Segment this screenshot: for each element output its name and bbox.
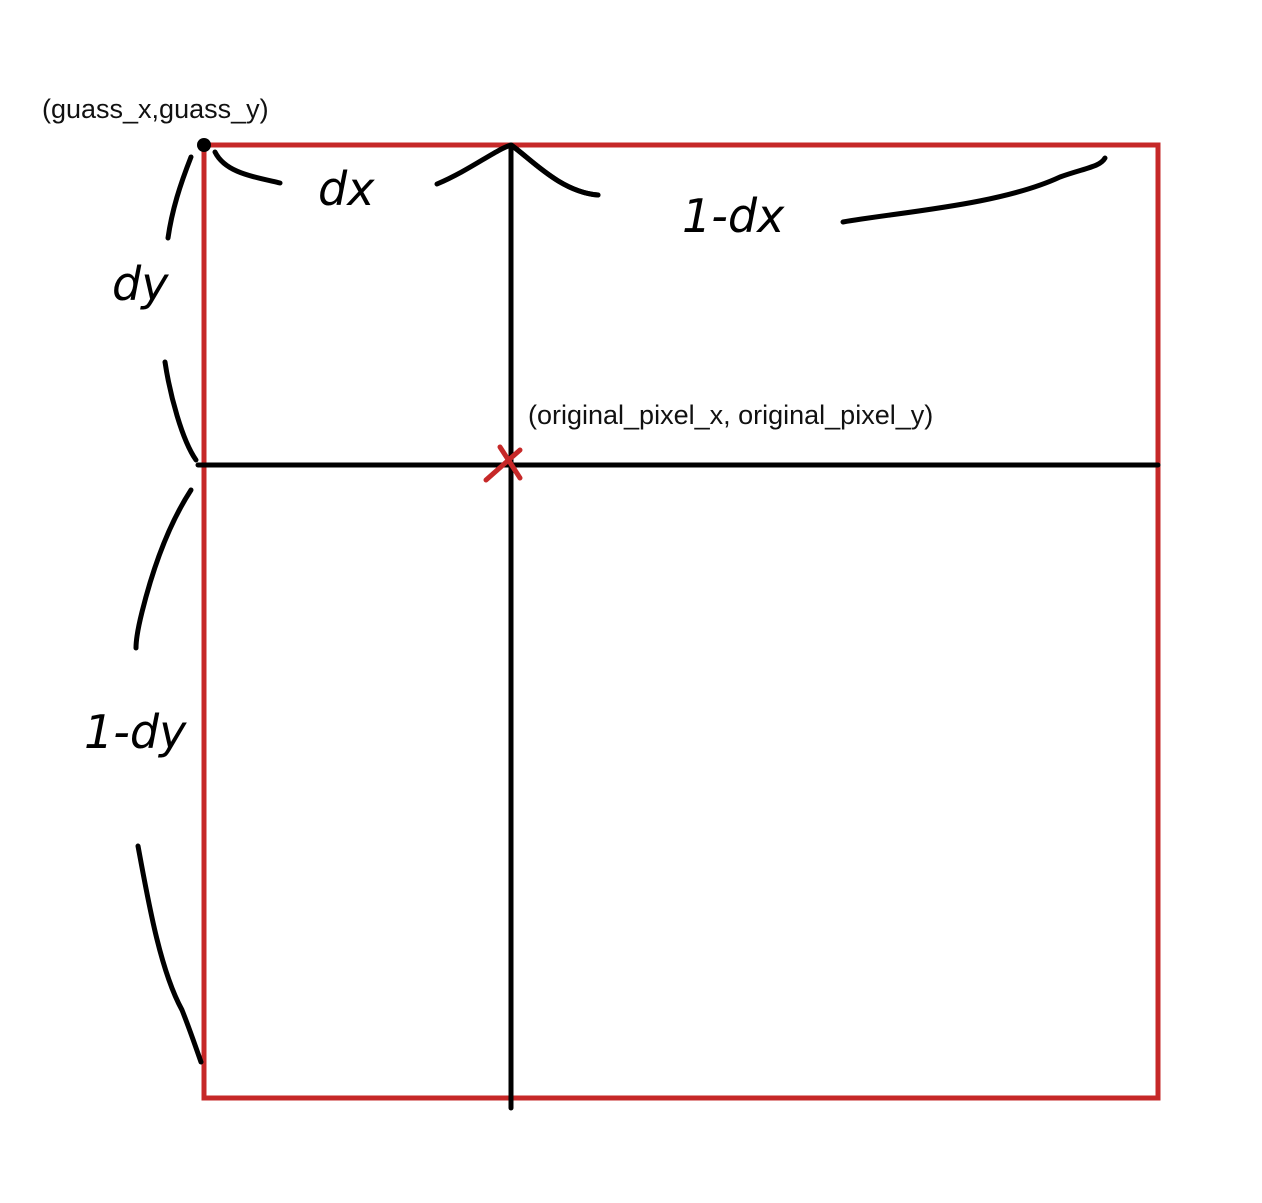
one-minus-dy-label: 1-dy xyxy=(84,705,187,759)
corner-point-label: (guass_x,guass_y) xyxy=(42,94,269,124)
one-minus-dx-label: 1-dx xyxy=(682,189,785,243)
dy-label: dy xyxy=(112,257,169,311)
dy-bracket xyxy=(162,154,199,463)
center-point-label: (original_pixel_x, original_pixel_y) xyxy=(528,400,933,430)
one-minus-dx-bracket xyxy=(508,142,1108,225)
unit-square xyxy=(201,142,1161,1101)
corner-point-dot xyxy=(197,138,211,152)
one-minus-dy-bracket xyxy=(133,487,204,1065)
dx-label: dx xyxy=(318,162,375,216)
original-pixel-marker xyxy=(483,444,523,483)
